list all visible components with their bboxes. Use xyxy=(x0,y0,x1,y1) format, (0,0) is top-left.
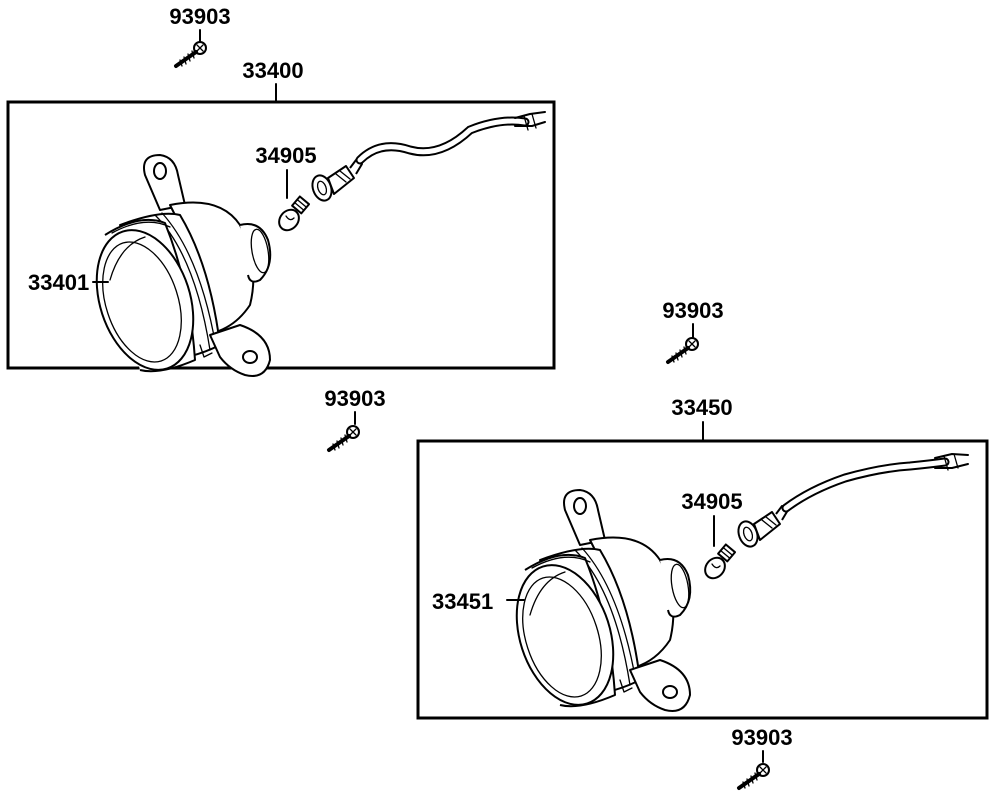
socket-right-icon xyxy=(734,505,789,551)
label-screw-top: 93903 xyxy=(169,4,230,29)
lamp-left-icon xyxy=(78,154,273,384)
screw-middle-icon xyxy=(327,424,361,452)
socket-left-icon xyxy=(308,159,363,205)
label-lens-left: 33401 xyxy=(28,270,89,295)
screw-bottom-icon xyxy=(737,762,771,790)
screw-right-upper-icon xyxy=(666,336,700,364)
wire-left-inner xyxy=(357,118,528,163)
label-screw-bottom: 93903 xyxy=(731,725,792,750)
wire-left-outer xyxy=(355,116,530,165)
label-assembly-left: 33400 xyxy=(242,58,303,83)
wire-right-outer xyxy=(781,457,950,513)
lamp-right-icon xyxy=(498,489,693,719)
label-lens-right: 33451 xyxy=(432,589,493,614)
wire-right-ends xyxy=(934,453,969,469)
wire-left-ends xyxy=(514,111,546,127)
wire-right-inner xyxy=(783,459,948,511)
label-screw-right-upper: 93903 xyxy=(662,298,723,323)
bulb-left-icon xyxy=(274,195,311,236)
label-screw-middle: 93903 xyxy=(324,386,385,411)
label-bulb-left: 34905 xyxy=(255,143,316,168)
label-assembly-right: 33450 xyxy=(671,395,732,420)
label-bulb-right: 34905 xyxy=(681,489,742,514)
screw-top-icon xyxy=(174,40,208,68)
assembly-left-frame xyxy=(6,100,556,370)
assembly-right-frame xyxy=(416,439,989,720)
bulb-right-icon xyxy=(700,543,737,584)
